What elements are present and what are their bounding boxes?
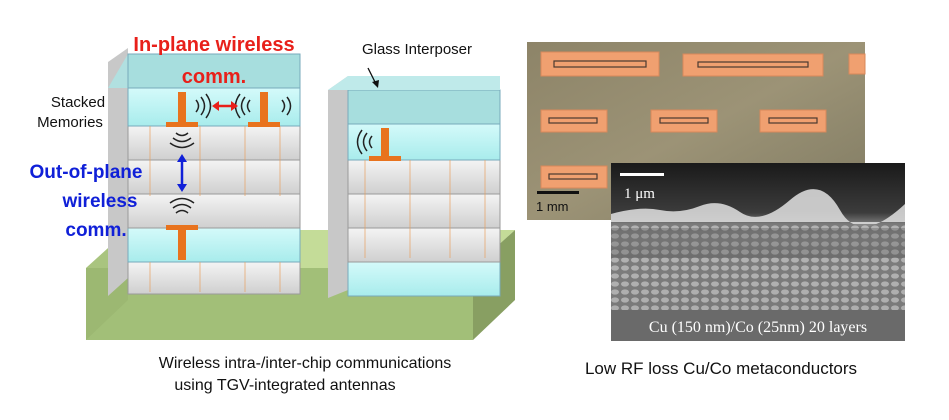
sem-scale-label: 1 μm <box>624 186 655 202</box>
inplane-arrow-icon <box>212 101 238 111</box>
antenna-icon <box>166 225 198 260</box>
stacked-label-line2: Memories <box>37 114 103 131</box>
outofplane-arrow-icon <box>177 154 187 192</box>
antenna-icon <box>166 92 198 127</box>
antenna-icon <box>369 128 401 161</box>
wave-icon <box>169 93 292 214</box>
antenna-icon <box>248 92 280 127</box>
stacked-label: Stacked <box>51 94 105 111</box>
outofplane-label-line2: wireless <box>62 191 138 212</box>
sem-layer-label: Cu (150 nm)/Co (25nm) 20 layers <box>649 319 867 336</box>
glass-pointer-arrow-icon <box>367 67 379 88</box>
sem-micrograph <box>611 163 905 341</box>
caption-left: Wireless intra-/inter-chip communication… <box>159 355 452 372</box>
outofplane-label-line3: comm. <box>65 220 126 241</box>
inplane-title-line2: comm. <box>182 66 246 88</box>
wave-icon <box>356 129 373 155</box>
sem-scale-bar <box>620 173 664 176</box>
inplane-title: In-plane wireless <box>133 34 294 56</box>
optical-scale-label: 1 mm <box>536 199 569 214</box>
caption-right: Low RF loss Cu/Co metaconductors <box>585 359 857 378</box>
caption-left-line2: using TGV-integrated antennas <box>174 377 395 394</box>
right-chip-stack <box>328 76 501 298</box>
outofplane-label: Out-of-plane <box>30 162 143 183</box>
glass-interposer-label: Glass Interposer <box>362 41 472 58</box>
left-chip-stack <box>108 48 301 296</box>
scale-bar <box>537 191 579 194</box>
